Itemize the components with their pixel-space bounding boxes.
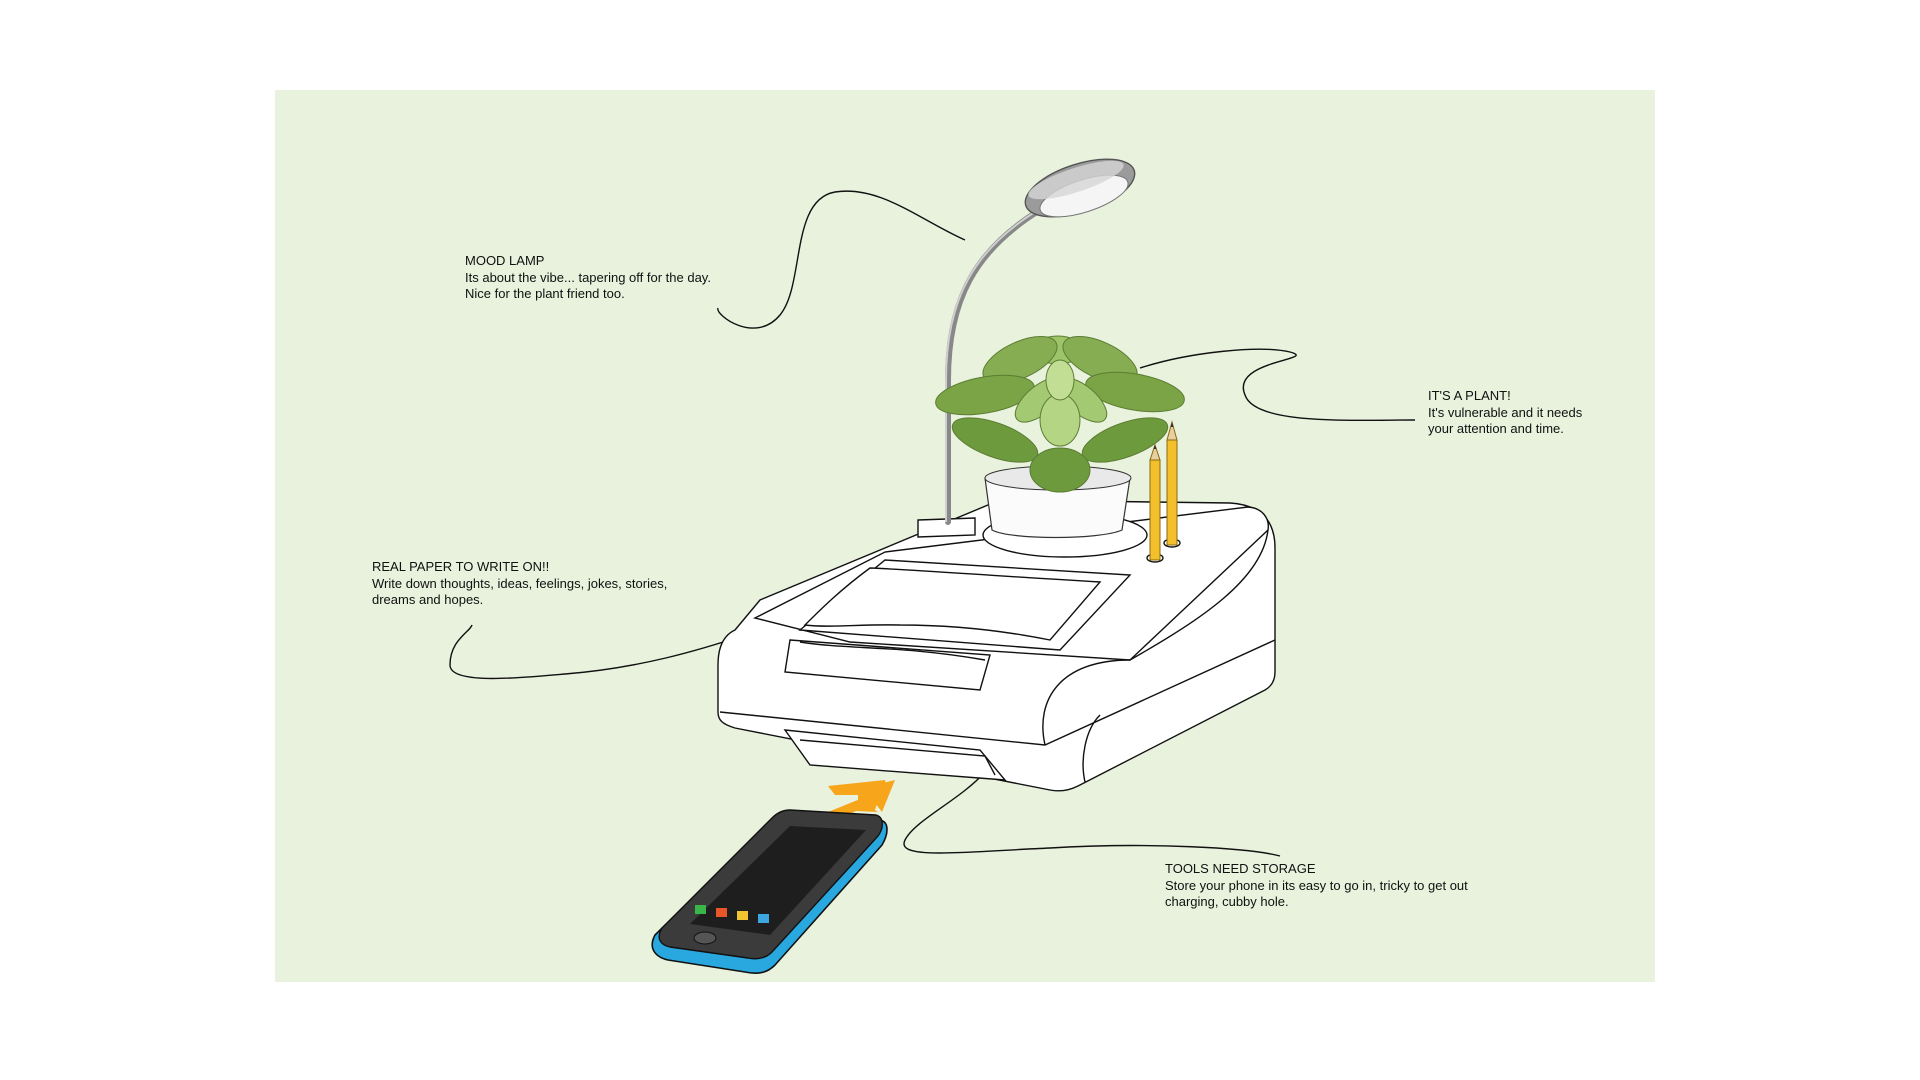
callout-plant: IT'S A PLANT! It's vulnerable and it nee… xyxy=(1428,388,1582,438)
callout-title: REAL PAPER TO WRITE ON!! xyxy=(372,559,550,574)
callout-line: It's vulnerable and it needs xyxy=(1428,404,1583,420)
leader-lines xyxy=(449,190,1416,857)
callout-title: IT'S A PLANT! xyxy=(1428,388,1511,403)
device-base xyxy=(717,499,1276,792)
desk-lamp-icon xyxy=(945,158,1136,525)
phone-icon xyxy=(651,809,888,974)
phone-home-button xyxy=(693,931,717,945)
paper-leader-line xyxy=(449,624,746,680)
callout-line: your attention and time. xyxy=(1428,421,1564,436)
phone-cubby-inner xyxy=(799,739,996,776)
callout-paper: REAL PAPER TO WRITE ON!! Write down thou… xyxy=(372,559,667,609)
paper-sheet xyxy=(803,567,1102,641)
lamp-neck xyxy=(945,207,1043,525)
plant-pot xyxy=(984,477,1131,539)
lamp-leader-line xyxy=(717,190,966,329)
callout-mood-lamp: MOOD LAMP Its about the vibe... tapering… xyxy=(465,253,711,303)
callout-title: TOOLS NEED STORAGE xyxy=(1165,861,1316,876)
lamp-plate xyxy=(917,517,976,538)
plant-icon xyxy=(935,335,1185,539)
phone-screen xyxy=(690,826,866,935)
plant-leader-line xyxy=(1139,348,1416,421)
paper-slot xyxy=(784,639,991,691)
callout-line: Write down thoughts, ideas, feelings, jo… xyxy=(372,575,668,591)
callout-line: Nice for the plant friend too. xyxy=(465,286,625,301)
callout-line: Its about the vibe... tapering off for t… xyxy=(465,269,711,285)
callout-line: charging, cubby hole. xyxy=(1165,894,1289,909)
paper-slot-sheet xyxy=(799,641,986,661)
base-side-line xyxy=(1082,714,1101,783)
callout-title: MOOD LAMP xyxy=(465,253,545,268)
callout-storage: TOOLS NEED STORAGE Store your phone in i… xyxy=(1165,861,1468,911)
storage-leader-line xyxy=(903,771,1281,857)
pencil-icon xyxy=(1149,420,1178,561)
callout-line: Store your phone in its easy to go in, t… xyxy=(1165,877,1468,893)
base-right-curve xyxy=(1042,529,1269,746)
phone-cubby xyxy=(783,729,1007,781)
callout-line: dreams and hopes. xyxy=(372,592,484,607)
